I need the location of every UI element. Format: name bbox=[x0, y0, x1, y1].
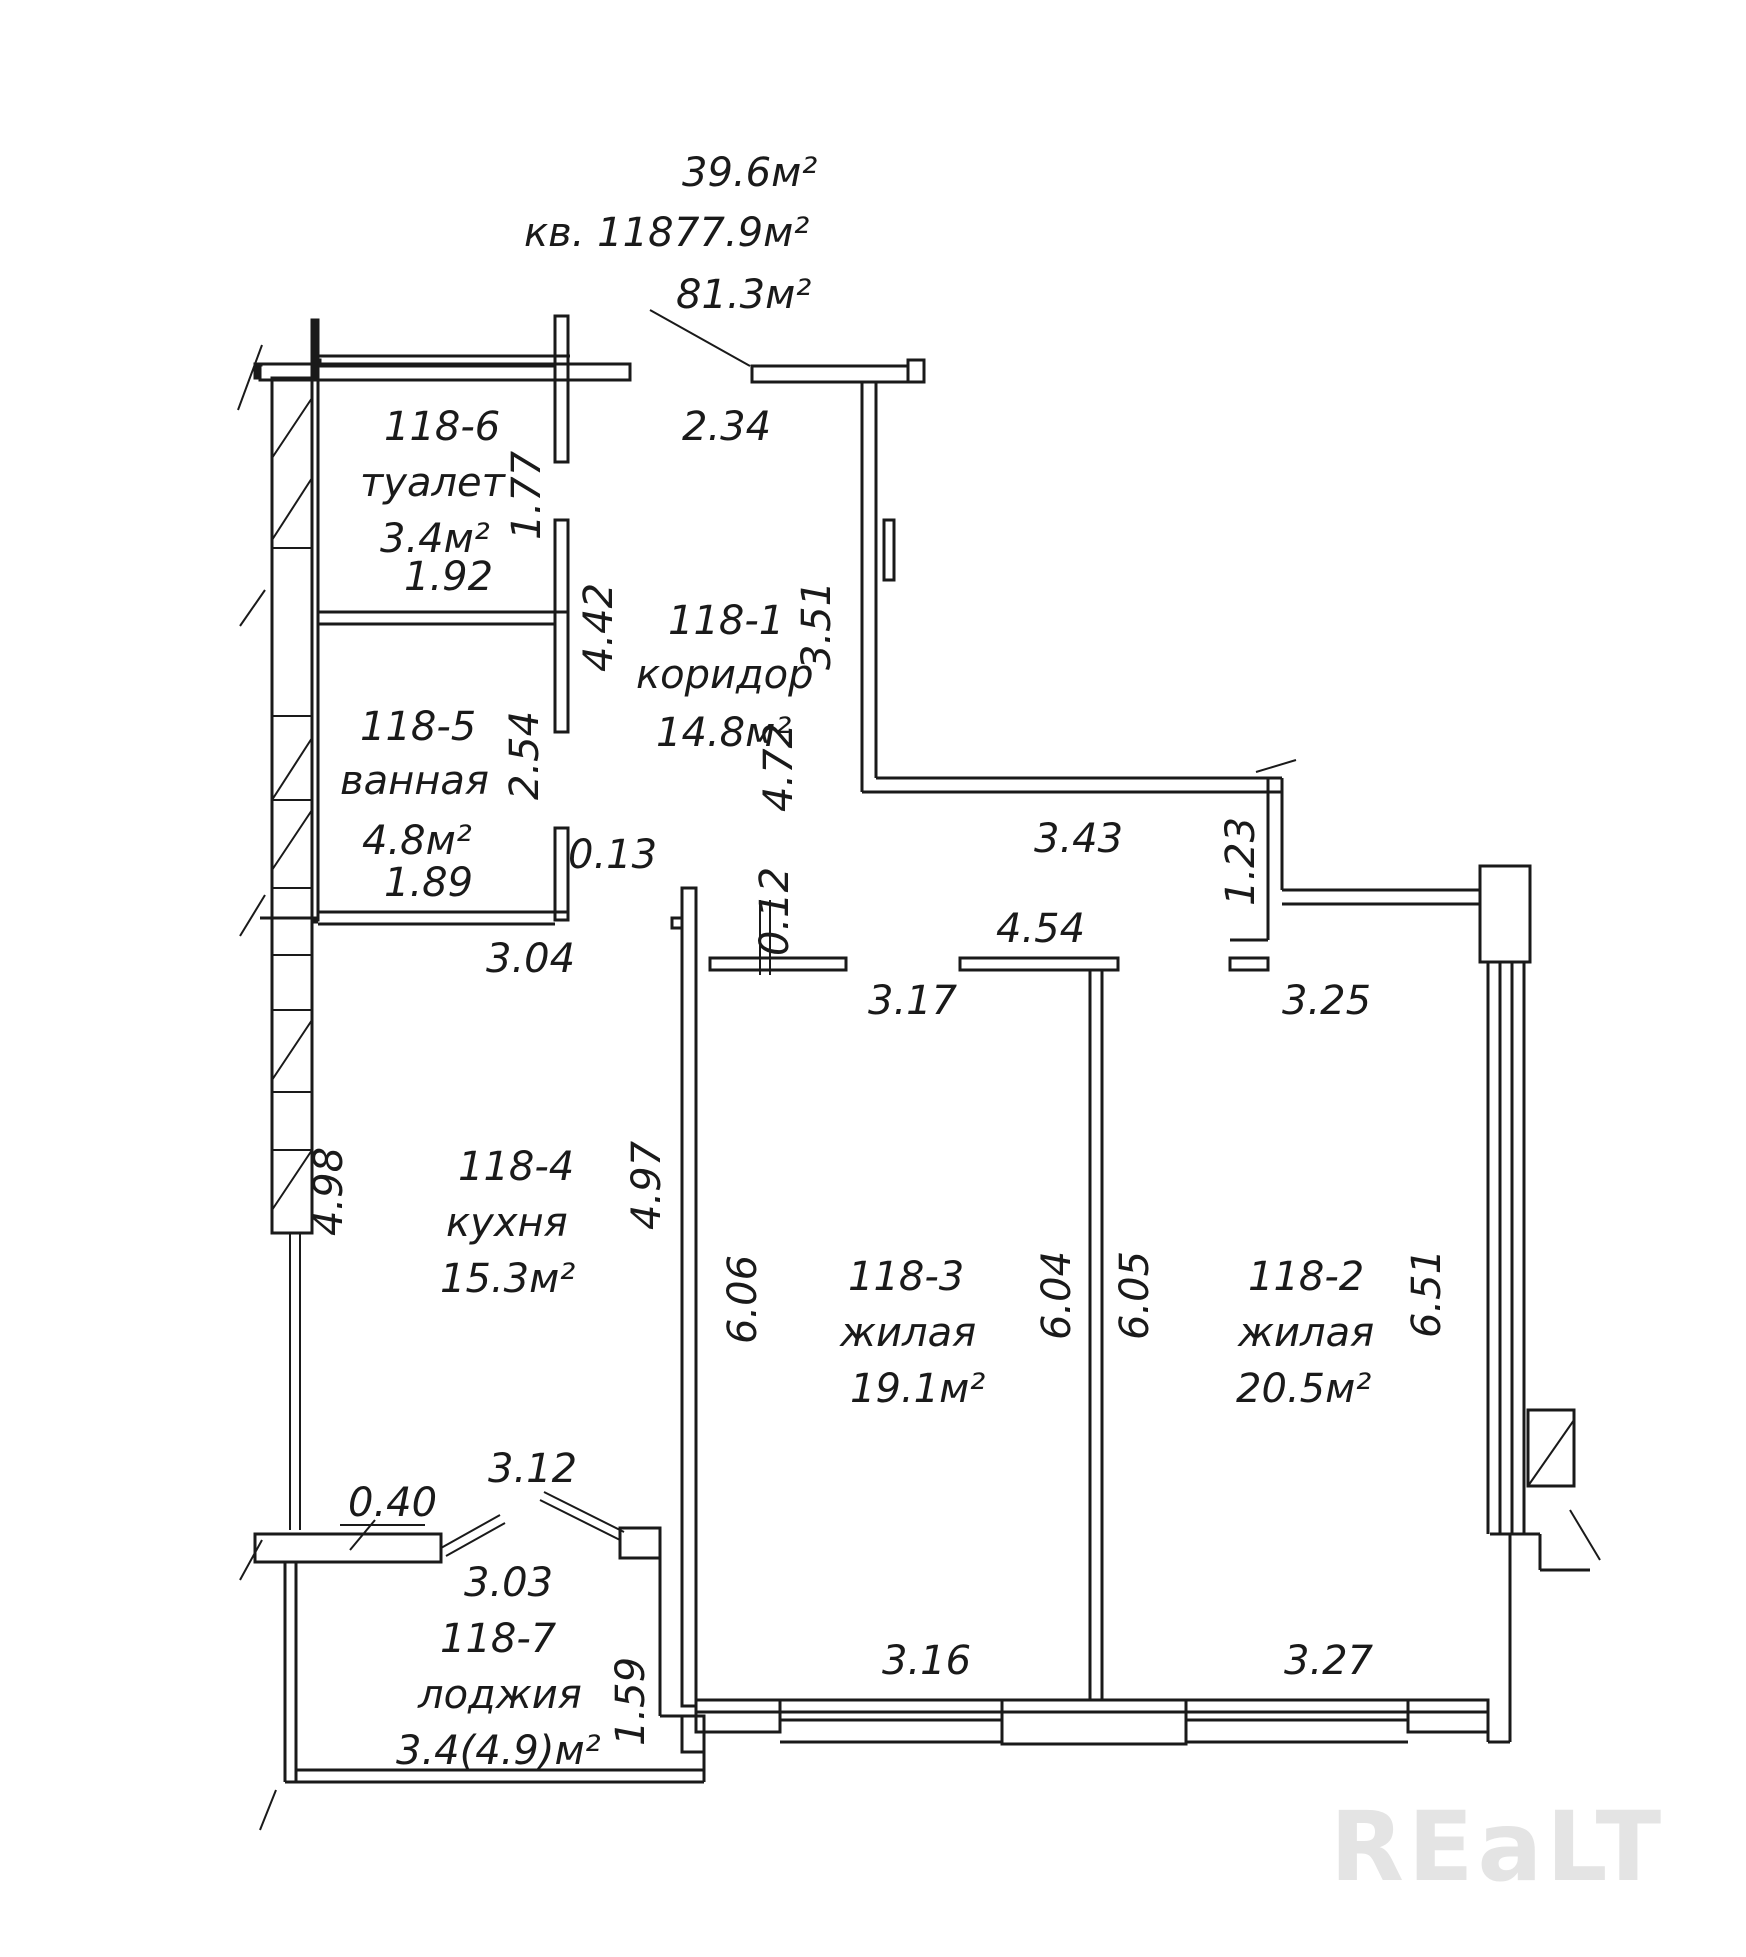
room-area: 3.4(4.9)м² bbox=[396, 1728, 601, 1774]
room-id: 118-3 bbox=[848, 1254, 964, 1300]
dim-1-59: 1.59 bbox=[608, 1657, 654, 1746]
dim-3-27: 3.27 bbox=[1284, 1638, 1374, 1684]
room-bedroom-3: 118-3 жилая 19.1м² bbox=[839, 1254, 985, 1412]
room-loggia: 118-7 лоджия 3.4(4.9)м² bbox=[396, 1616, 601, 1774]
dim-6-51: 6.51 bbox=[1404, 1249, 1450, 1338]
dim-4-97: 4.97 bbox=[624, 1140, 670, 1230]
dim-6-06: 6.06 bbox=[720, 1255, 766, 1344]
dim-6-05: 6.05 bbox=[1112, 1251, 1158, 1340]
room-name: жилая bbox=[1237, 1310, 1374, 1356]
apartment-number: кв. 118 bbox=[524, 210, 674, 256]
room-name: лоджия bbox=[417, 1672, 582, 1718]
total-area-label: 77.9м² bbox=[674, 210, 809, 256]
room-kitchen: 118-4 кухня 15.3м² bbox=[440, 1144, 575, 1302]
structure bbox=[239, 309, 1601, 1831]
room-name: кухня bbox=[446, 1200, 568, 1246]
dim-3-17: 3.17 bbox=[868, 978, 958, 1024]
room-area: 15.3м² bbox=[440, 1256, 575, 1302]
dim-4-72: 4.72 bbox=[756, 723, 802, 812]
dim-1-23: 1.23 bbox=[1218, 817, 1264, 906]
dim-3-04: 3.04 bbox=[486, 936, 575, 982]
dim-2-34: 2.34 bbox=[682, 404, 771, 450]
apartment-summary: 39.6м² кв. 118 77.9м² 81.3м² bbox=[524, 150, 817, 318]
room-name: ванная bbox=[340, 758, 489, 804]
dim-3-03: 3.03 bbox=[464, 1560, 553, 1606]
dim-4-54: 4.54 bbox=[996, 906, 1085, 952]
dim-0-12: 0.12 bbox=[752, 867, 798, 956]
room-id: 118-6 bbox=[384, 404, 500, 450]
room-area: 14.8м² bbox=[656, 710, 791, 756]
dim-1-92: 1.92 bbox=[404, 554, 493, 600]
walls bbox=[237, 318, 632, 1530]
room-id: 118-7 bbox=[440, 1616, 557, 1662]
room-corridor: 118-1 коридор 14.8м² bbox=[636, 598, 814, 756]
dim-3-16: 3.16 bbox=[882, 1638, 971, 1684]
room-area: 19.1м² bbox=[850, 1366, 985, 1412]
dim-0-13: 0.13 bbox=[568, 832, 657, 878]
room-name: туалет bbox=[360, 460, 507, 506]
living-area-label: 39.6м² bbox=[682, 150, 817, 196]
room-id: 118-2 bbox=[1248, 1254, 1364, 1300]
dim-2-54: 2.54 bbox=[502, 711, 548, 800]
realt-watermark: REaLT bbox=[1330, 1791, 1665, 1903]
room-bathroom: 118-5 ванная 4.8м² bbox=[340, 704, 489, 864]
room-id: 118-5 bbox=[360, 704, 476, 750]
room-name: жилая bbox=[839, 1310, 976, 1356]
dim-6-04: 6.04 bbox=[1034, 1251, 1080, 1340]
room-id: 118-1 bbox=[668, 598, 784, 644]
dim-0-40: 0.40 bbox=[348, 1480, 437, 1526]
dim-3-51: 3.51 bbox=[794, 581, 840, 670]
dimensions-vertical: 1.77 4.42 3.51 2.54 4.72 1.23 0.12 4.98 … bbox=[306, 450, 1450, 1746]
room-bedroom-2: 118-2 жилая 20.5м² bbox=[1236, 1254, 1374, 1412]
dimensions-horizontal: 2.34 1.92 0.13 1.89 3.43 4.54 3.04 3.17 … bbox=[348, 404, 1374, 1684]
dim-3-43: 3.43 bbox=[1034, 816, 1123, 862]
dim-4-98: 4.98 bbox=[306, 1147, 352, 1236]
dim-1-89: 1.89 bbox=[384, 860, 473, 906]
dim-3-12: 3.12 bbox=[488, 1446, 577, 1492]
dim-4-42: 4.42 bbox=[576, 583, 622, 672]
room-id: 118-4 bbox=[458, 1144, 574, 1190]
room-name: коридор bbox=[636, 652, 814, 698]
room-area: 20.5м² bbox=[1236, 1366, 1371, 1412]
room-area: 4.8м² bbox=[362, 818, 472, 864]
total-area-with-loggia: 81.3м² bbox=[676, 272, 811, 318]
dim-3-25: 3.25 bbox=[1282, 978, 1371, 1024]
dim-1-77: 1.77 bbox=[504, 450, 550, 540]
room-area: 3.4м² bbox=[380, 516, 490, 562]
room-toilet: 118-6 туалет 3.4м² bbox=[360, 404, 507, 562]
